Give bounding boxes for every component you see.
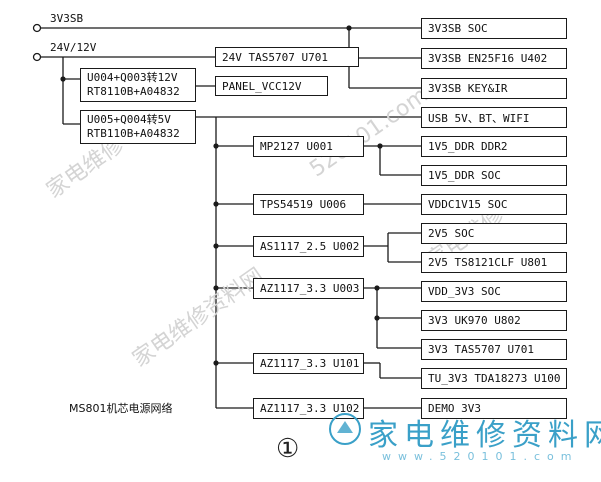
u004-block: U004+Q003转12V RT8110B+A04832 — [80, 68, 196, 102]
rail-24v-label: 24V/12V — [50, 41, 97, 54]
output-tu-3v3: TU_3V3 TDA18273 U100 — [421, 368, 567, 389]
logo-url: www.520101.com — [382, 450, 579, 463]
output-1v5-ddr-soc: 1V5_DDR SOC — [421, 165, 567, 186]
u005-block: U005+Q004转5V RTB110B+A04832 — [80, 110, 196, 144]
diagram-caption: MS801机芯电源网络 — [69, 402, 173, 415]
u001-block: MP2127 U001 — [253, 136, 364, 157]
output-1v5-ddr2: 1V5_DDR DDR2 — [421, 136, 567, 157]
u005-line2: RTB110B+A04832 — [87, 127, 180, 140]
output-2v5-soc: 2V5 SOC — [421, 223, 567, 244]
logo-icon — [329, 413, 361, 445]
tas5707-24v-block: 24V TAS5707 U701 — [215, 47, 359, 67]
output-vddc1v15: VDDC1V15 SOC — [421, 194, 567, 215]
output-3v3-uk970: 3V3 UK970 U802 — [421, 310, 567, 331]
u006-block: TPS54519 U006 — [253, 194, 364, 215]
logo-text: 家电维修资料网 — [368, 418, 601, 453]
u102-block: AZ1117_3.3 U102 — [253, 398, 364, 419]
output-3v3sb-en25f16: 3V3SB EN25F16 U402 — [421, 48, 567, 69]
output-3v3sb-soc: 3V3SB SOC — [421, 18, 567, 39]
output-3v3-tas5707: 3V3 TAS5707 U701 — [421, 339, 567, 360]
output-usb-5v: USB 5V、BT、WIFI — [421, 107, 567, 128]
u004-line1: U004+Q003转12V — [87, 71, 178, 84]
u101-block: AZ1117_3.3 U101 — [253, 353, 364, 374]
output-3v3sb-key-ir: 3V3SB KEY&IR — [421, 78, 567, 99]
u005-line1: U005+Q004转5V — [87, 113, 171, 126]
panel-vcc-block: PANEL_VCC12V — [215, 76, 328, 96]
figure-number: ① — [276, 434, 300, 464]
output-demo-3v3: DEMO 3V3 — [421, 398, 567, 419]
rail-3v3sb-label: 3V3SB — [50, 12, 84, 25]
output-2v5-ts8121clf: 2V5 TS8121CLF U801 — [421, 252, 567, 273]
u004-line2: RT8110B+A04832 — [87, 85, 180, 98]
u003-block: AZ1117_3.3 U003 — [253, 278, 364, 299]
output-vdd-3v3-soc: VDD_3V3 SOC — [421, 281, 567, 302]
u002-block: AS1117_2.5 U002 — [253, 236, 364, 257]
